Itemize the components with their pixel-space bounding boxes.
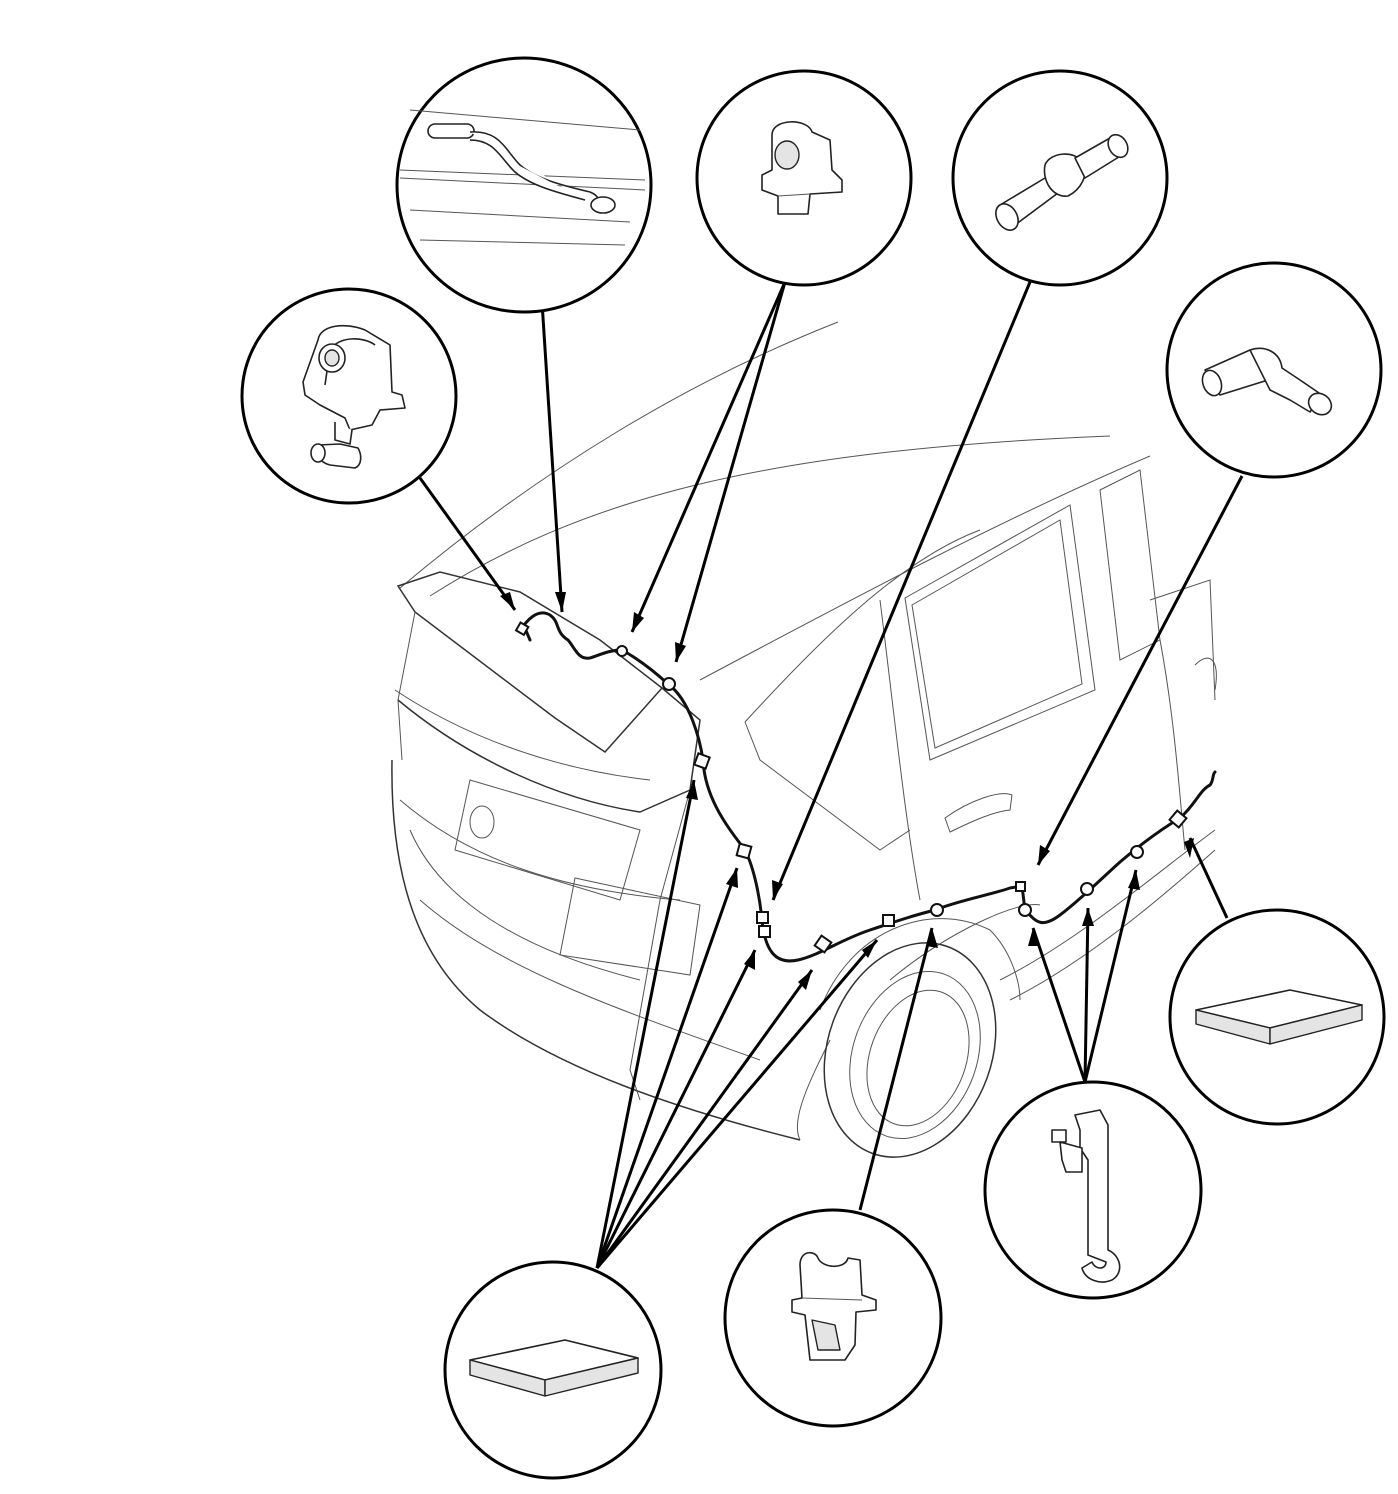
foam-tape-icon (1195, 989, 1363, 1045)
holder-marker (1130, 845, 1144, 859)
clip-marker (662, 677, 676, 691)
callout-hose-on-roof (395, 56, 653, 314)
holder-marker (1018, 903, 1032, 917)
hose-holder-icon (1051, 1109, 1121, 1283)
elbow-marker (1015, 881, 1026, 892)
check-valve-icon (995, 133, 1129, 231)
tape-marker (756, 911, 769, 924)
hose-markers (514, 621, 1188, 954)
callout-hose-clip-top (695, 69, 913, 287)
leader-lines (418, 281, 1244, 1269)
tape-marker (813, 934, 833, 954)
callout-washer-nozzle (240, 287, 458, 505)
callout-elbow-joint (1165, 261, 1383, 479)
callout-foam-tape-right (1168, 908, 1386, 1126)
tape-marker (1168, 809, 1188, 829)
callout-hose-clamp-bottom (723, 1208, 943, 1428)
tape-marker (735, 842, 753, 860)
callout-check-valve (951, 69, 1169, 287)
tape-marker (758, 925, 771, 938)
tape-marker (882, 914, 895, 927)
nozzle-joint-marker (514, 621, 530, 637)
hose-clamp-icon (791, 1251, 877, 1361)
hose-clip-icon (761, 121, 843, 215)
elbow-joint-icon (1201, 347, 1333, 416)
clamp-marker (930, 903, 944, 917)
callout-foam-tape-left (443, 1260, 663, 1480)
washer-hose (518, 611, 1217, 963)
foam-tape-icon (469, 1339, 639, 1397)
arrowheads (500, 592, 1194, 990)
holder-marker (1080, 882, 1094, 896)
hose-routing-icon (399, 109, 646, 246)
callout-hose-holder (983, 1080, 1203, 1300)
vehicle-outline (391, 321, 1217, 1158)
clip-marker (616, 645, 628, 657)
washer-nozzle-icon (302, 324, 406, 469)
tape-marker (693, 752, 711, 770)
